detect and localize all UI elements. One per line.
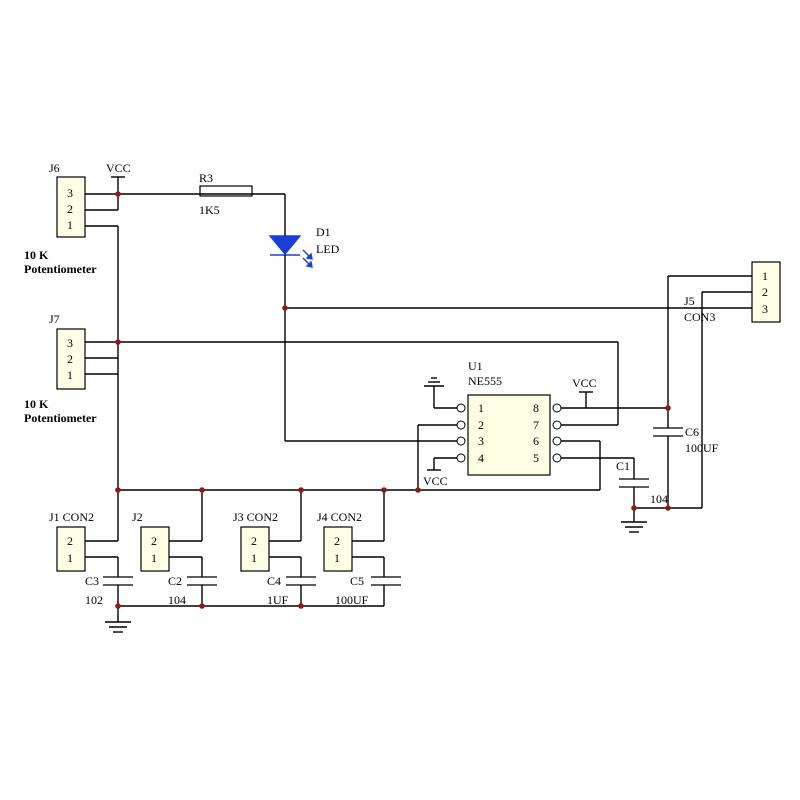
u1-pin-6: 6 [533, 434, 539, 448]
j7-pin-3: 3 [67, 336, 73, 350]
j7-label-type: Potentiometer [24, 411, 97, 425]
r3-ref: R3 [199, 171, 213, 185]
resistor-r3: R3 1K5 [199, 171, 253, 217]
connector-j5: 1 2 3 J5 CON3 [684, 261, 781, 324]
u1-pin-2: 2 [478, 418, 484, 432]
c1-value: 104 [650, 492, 668, 506]
j6-label-type: Potentiometer [24, 262, 97, 276]
j4-pin-1: 1 [334, 551, 340, 565]
vcc-u1-pin4: VCC [423, 457, 457, 488]
u1-pin-8: 8 [533, 401, 539, 415]
capacitor-c3: C3 102 [85, 574, 133, 607]
c2-ref: C2 [168, 574, 182, 588]
c3-value: 102 [85, 593, 103, 607]
c2-value: 104 [168, 593, 186, 607]
j7-ref: J7 [49, 312, 60, 326]
j6-pin-1: 1 [67, 218, 73, 232]
ground-symbol-bottom [105, 606, 131, 633]
vcc-label-u1-pin8: VCC [572, 376, 597, 390]
c5-ref: C5 [350, 574, 364, 588]
c4-value: 1UF [267, 593, 289, 607]
c3-ref: C3 [85, 574, 99, 588]
j3-pin-2: 2 [251, 534, 257, 548]
j1-pin-1: 1 [67, 551, 73, 565]
capacitor-c1: C1 104 [616, 459, 668, 506]
connector-j3: J3 CON2 2 1 [233, 510, 278, 572]
c4-ref: C4 [267, 574, 281, 588]
j3-pin-1: 1 [251, 551, 257, 565]
u1-ref: U1 [468, 359, 483, 373]
capacitor-c2: C2 104 [168, 574, 217, 607]
r3-value: 1K5 [199, 203, 220, 217]
vcc-j6: VCC [106, 161, 131, 210]
vcc-label-u1-pin4: VCC [423, 474, 448, 488]
ic-u1-ne555: U1 NE555 1 2 3 4 8 7 6 5 [456, 359, 562, 476]
j7-pin-1: 1 [67, 368, 73, 382]
connector-j7: J7 3 2 1 10 K Potentiometer [24, 312, 97, 425]
j1-ref: J1 CON2 [49, 510, 94, 524]
u1-pin-4: 4 [478, 451, 484, 465]
j2-pin-1: 1 [151, 551, 157, 565]
j5-ref: J5 [684, 294, 695, 308]
j4-pin-2: 2 [334, 534, 340, 548]
j4-ref: J4 CON2 [317, 510, 362, 524]
capacitor-c4: C4 1UF [267, 574, 316, 607]
connector-j4: J4 CON2 2 1 [317, 510, 362, 572]
capacitor-c5: C5 100UF [335, 574, 401, 607]
j5-pin-2: 2 [762, 285, 768, 299]
j7-label-value: 10 K [24, 397, 49, 411]
j6-pin-3: 3 [67, 186, 73, 200]
j5-pin-3: 3 [762, 302, 768, 316]
vcc-label-j6: VCC [106, 161, 131, 175]
d1-ref: D1 [316, 225, 331, 239]
connector-j1: J1 CON2 2 1 [49, 510, 94, 572]
wires [85, 193, 752, 607]
vcc-u1-pin8: VCC [572, 376, 597, 408]
junction-dots [115, 191, 671, 609]
j5-type: CON3 [684, 310, 715, 324]
connector-j2: J2 2 1 [132, 510, 170, 572]
j6-pin-2: 2 [67, 202, 73, 216]
c6-ref: C6 [685, 425, 699, 439]
j3-ref: J3 CON2 [233, 510, 278, 524]
j2-ref: J2 [132, 510, 143, 524]
j6-ref: J6 [49, 161, 60, 175]
j5-pin-1: 1 [762, 269, 768, 283]
capacitor-c6: C6 100UF [653, 425, 719, 455]
ground-symbol-u1-pin1 [424, 377, 457, 409]
c5-value: 100UF [335, 593, 369, 607]
led-d1: D1 LED [268, 225, 340, 268]
d1-value: LED [316, 242, 340, 256]
j7-pin-2: 2 [67, 352, 73, 366]
connector-j6: J6 3 2 1 10 K Potentiometer [24, 161, 97, 276]
u1-pin-7: 7 [533, 418, 539, 432]
u1-pin-3: 3 [478, 434, 484, 448]
j6-label-value: 10 K [24, 248, 49, 262]
u1-part: NE555 [468, 374, 502, 388]
j1-pin-2: 2 [67, 534, 73, 548]
u1-pin-1: 1 [478, 401, 484, 415]
u1-pin-5: 5 [533, 451, 539, 465]
j2-pin-2: 2 [151, 534, 157, 548]
ground-symbol-c1 [621, 508, 647, 533]
c1-ref: C1 [616, 459, 630, 473]
